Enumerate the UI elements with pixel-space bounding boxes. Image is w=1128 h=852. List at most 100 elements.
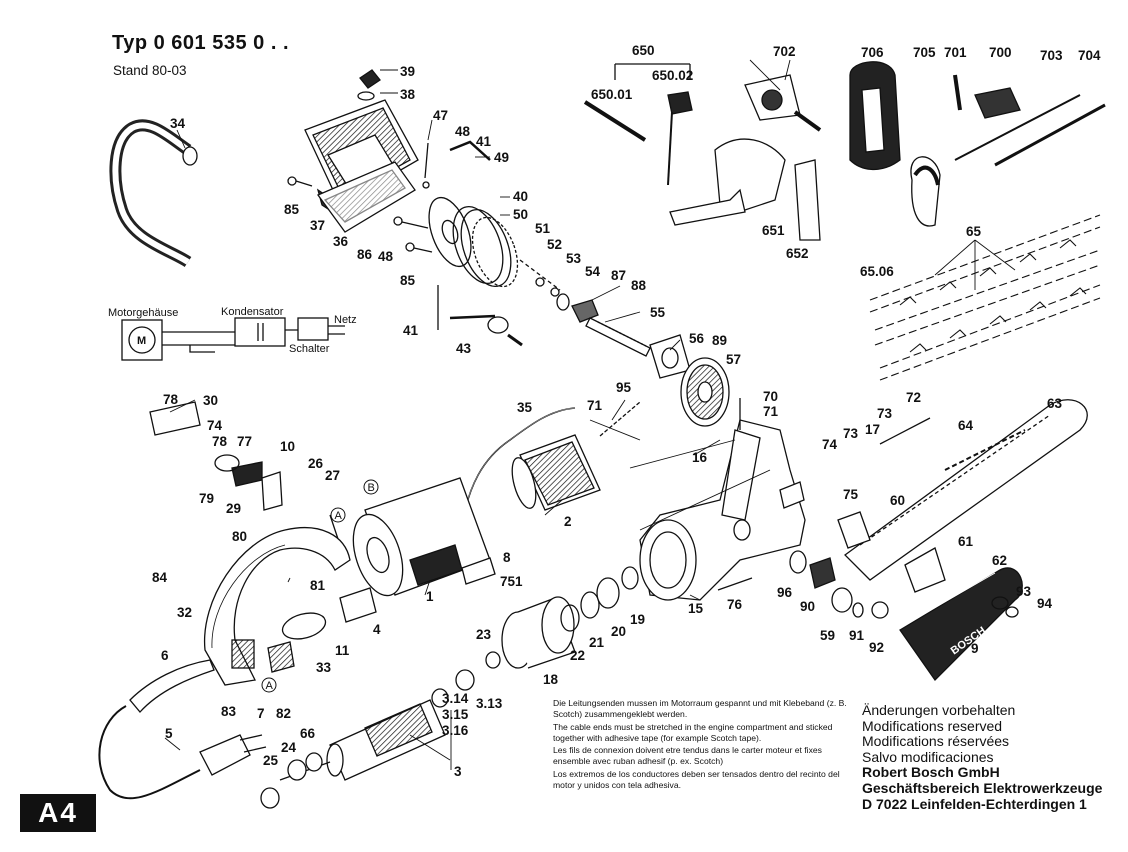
callout-10: 10 [280, 439, 295, 454]
callout-29: 29 [226, 501, 241, 516]
callout-49: 49 [494, 150, 509, 165]
callout-1: 1 [426, 589, 434, 604]
callout-88: 88 [631, 278, 647, 293]
callout-38: 38 [400, 87, 416, 102]
rear-handle-32 [203, 526, 351, 686]
callout-70: 70 [763, 389, 778, 404]
callout-7: 7 [257, 706, 265, 721]
callout-64: 64 [958, 418, 974, 433]
label-switch: Schalter [289, 343, 330, 355]
callout-26: 26 [308, 456, 324, 471]
callout-27: 27 [325, 468, 340, 483]
cable-instruction-note: Die Leitungsenden mussen im Motorraum ge… [553, 698, 853, 792]
callout-24: 24 [281, 740, 297, 755]
callout-62: 62 [992, 553, 1007, 568]
disclaimer-es: Salvo modificaciones [862, 748, 994, 765]
callout-79: 79 [199, 491, 214, 506]
callout-751: 751 [500, 574, 523, 589]
callout-92: 92 [869, 640, 884, 655]
callout-48b: 48 [378, 249, 394, 264]
callout-4: 4 [373, 622, 381, 637]
callout-52: 52 [547, 237, 562, 252]
callout-15: 15 [688, 601, 704, 616]
publisher-block: Änderungen vorbehalten Modifications res… [862, 702, 1103, 812]
callout-91: 91 [849, 628, 865, 643]
callout-41b: 41 [403, 323, 419, 338]
callout-32: 32 [177, 605, 192, 620]
callout-75: 75 [843, 487, 859, 502]
callout-78b: 78 [212, 434, 228, 449]
ref-b: B [368, 482, 375, 494]
label-capacitor: Kondensator [221, 306, 284, 318]
callout-78: 78 [163, 392, 179, 407]
page-badge: A4 [20, 794, 96, 832]
disclaimer-fr: Modifications réservées [862, 733, 1010, 750]
callout-21: 21 [589, 635, 605, 650]
callout-23: 23 [476, 627, 492, 642]
callout-85b: 85 [400, 273, 416, 288]
callout-93: 93 [1016, 584, 1032, 599]
callout-59: 59 [820, 628, 835, 643]
callout-703: 703 [1040, 48, 1063, 63]
air-guide-18 [501, 596, 576, 669]
callout-47: 47 [433, 108, 448, 123]
callout-9: 9 [971, 641, 979, 656]
callout-81: 81 [310, 578, 326, 593]
chain-guard-62 [899, 567, 1023, 682]
company-division: Geschäftsbereich Elektrowerkzeuge [862, 779, 1103, 796]
callout-16: 16 [692, 450, 708, 465]
callout-65-06: 65.06 [860, 264, 894, 279]
callout-56: 56 [689, 331, 705, 346]
callout-41: 41 [476, 134, 492, 149]
callout-83: 83 [221, 704, 237, 719]
disclaimer-de: Änderungen vorbehalten [862, 702, 1016, 718]
stator-2 [511, 434, 601, 511]
callout-76: 76 [727, 597, 743, 612]
callout-80: 80 [232, 529, 247, 544]
callout-51: 51 [535, 221, 551, 236]
callout-30: 30 [203, 393, 218, 408]
callout-36: 36 [333, 234, 349, 249]
note-de: Die Leitungsenden mussen im Motorraum ge… [553, 698, 847, 720]
callout-6: 6 [161, 648, 169, 663]
callout-17: 17 [865, 422, 880, 437]
callout-650-02: 650.02 [652, 68, 693, 83]
callout-650-01: 650.01 [591, 87, 633, 102]
label-mains: Netz [334, 314, 357, 326]
callout-651: 651 [762, 223, 785, 238]
callout-34: 34 [170, 116, 186, 131]
callout-3-15: 3.15 [442, 707, 469, 722]
callout-11: 11 [335, 643, 350, 658]
callout-5: 5 [165, 726, 173, 741]
callout-60: 60 [890, 493, 905, 508]
callout-54: 54 [585, 264, 601, 279]
note-en: The cable ends must be stretched in the … [553, 721, 833, 743]
callout-57: 57 [726, 352, 741, 367]
callout-700: 700 [989, 45, 1012, 60]
company-address: D 7022 Leinfelden-Echterdingen 1 [862, 795, 1087, 812]
callout-40: 40 [513, 189, 528, 204]
callout-96: 96 [777, 585, 793, 600]
callout-71b: 71 [763, 404, 779, 419]
callout-3: 3 [454, 764, 462, 779]
callout-63: 63 [1047, 396, 1063, 411]
callout-33: 33 [316, 660, 332, 675]
callout-8: 8 [503, 550, 511, 565]
callout-702: 702 [773, 44, 796, 59]
callout-65: 65 [966, 224, 982, 239]
note-es: Los extremos de los conductores deben se… [553, 768, 840, 791]
callout-84: 84 [152, 570, 168, 585]
callout-87: 87 [611, 268, 626, 283]
callout-71: 71 [587, 398, 603, 413]
callout-66: 66 [300, 726, 316, 741]
saw-chain-65 [869, 214, 1101, 381]
callout-18: 18 [543, 672, 559, 687]
callout-2: 2 [564, 514, 572, 529]
callout-3-16: 3.16 [442, 723, 469, 738]
chain-catcher-651 [669, 138, 786, 226]
wiring-schematic [121, 317, 345, 361]
callout-72: 72 [906, 390, 921, 405]
callout-89: 89 [712, 333, 727, 348]
bearing-flange [428, 196, 519, 288]
